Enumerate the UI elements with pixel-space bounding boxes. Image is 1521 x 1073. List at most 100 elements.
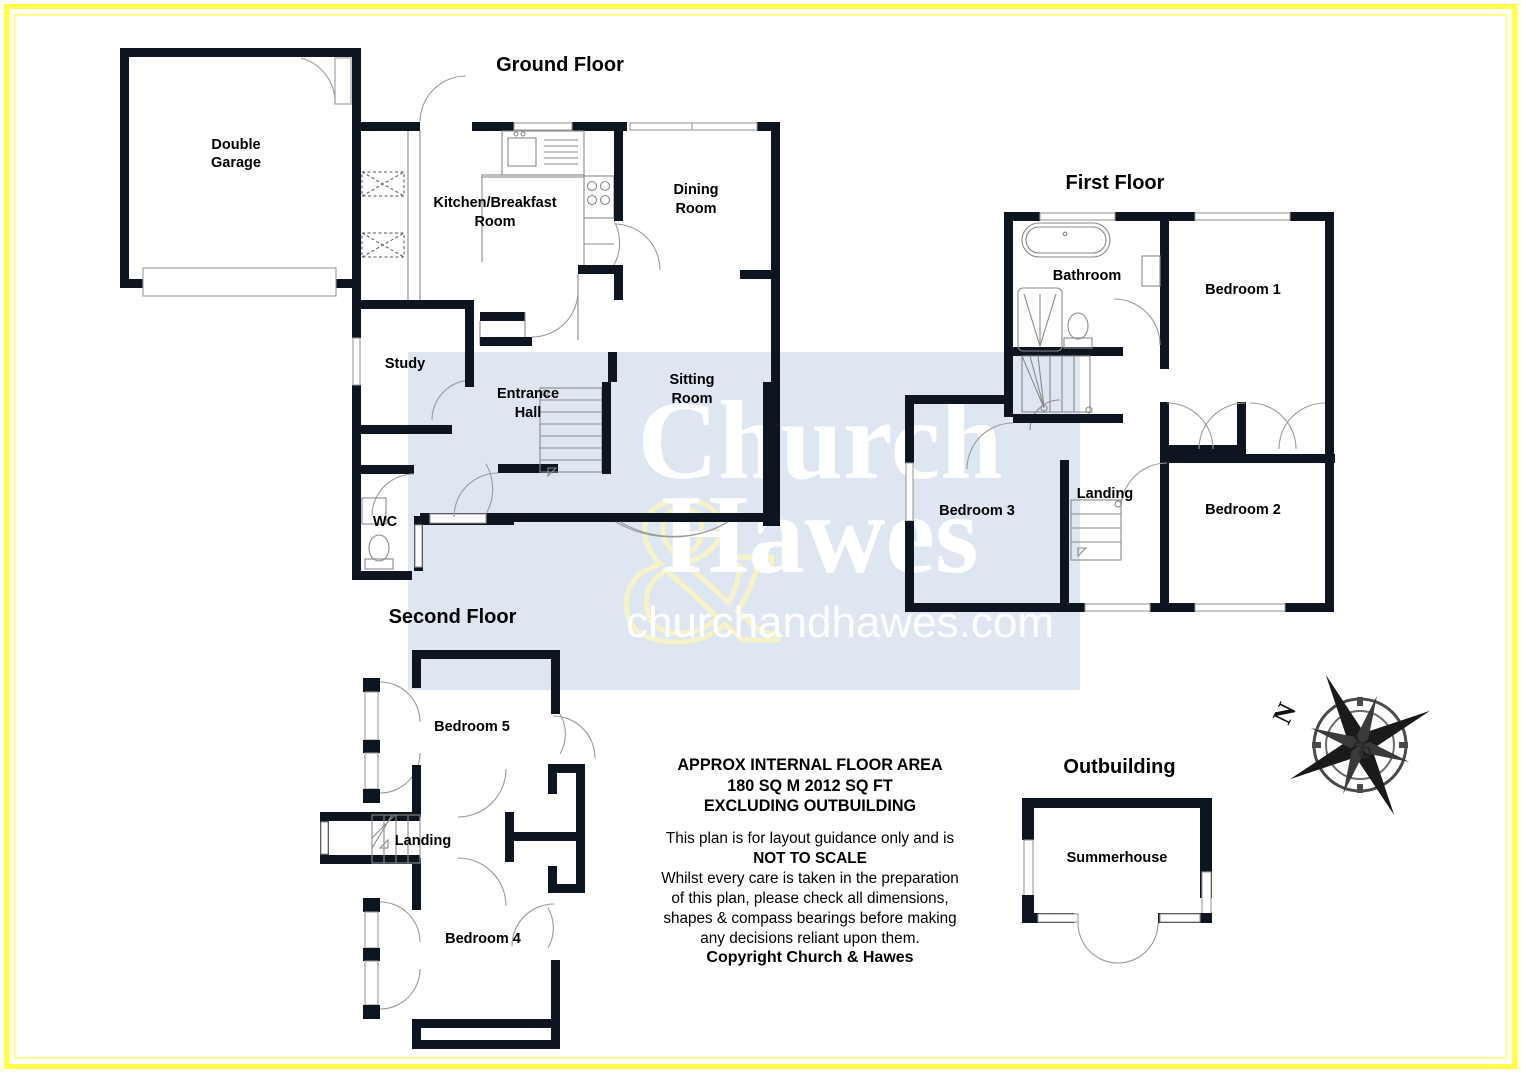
gf-wall-east-upper [771,122,780,278]
bathroom-window [1039,212,1116,221]
sf-dormer2-window-upper [364,911,379,949]
gf-wall-west-a [352,300,361,338]
sf-door-b5-d [552,715,596,759]
shower-tray [1017,287,1063,352]
gf-wall-top-d [757,122,780,131]
sf-dormer2-window-lower [364,960,379,1006]
sf-door-b4-b [379,968,421,1010]
sh-window-bottom-right [1159,913,1201,923]
ff-wall-west-b3-upper [905,395,914,463]
sf-door-b4-d [511,903,555,947]
stair-wall-ff-west [1004,347,1013,417]
label-sitting-line1: Sitting [669,372,714,388]
b1-wardrobe-wall-left [1160,402,1169,454]
study-wall-bottom [352,425,452,434]
wardrobe-door-1 [1166,402,1214,450]
sf-landing-wall-lower-right [412,858,421,910]
sf-cupboard-wall-top [548,764,585,773]
area-line-3: EXCLUDING OUTBUILDING [703,797,917,816]
sf-door-b4-a [379,901,421,943]
front-door-swing [485,463,494,515]
b1-wardrobe-wall-right [1237,402,1246,454]
b2-landing-wall [1160,463,1169,603]
dining-door-swing [615,223,661,271]
wardrobe-door-3 [1249,402,1297,450]
compass-rose [1289,674,1431,816]
area-line-2: 180 SQ M 2012 SQ FT [727,776,893,795]
sf-landing-door-upper [457,768,507,818]
sf-landing-window [320,821,329,855]
sf-b4-wall-left [412,1019,421,1047]
sf-landing-wall-top [320,812,420,821]
wc-wall-top [352,465,414,474]
bathroom-basin [1141,255,1161,287]
kitchen-dining-wall-upper [614,131,623,221]
hob-ring-2 [599,180,611,192]
label-entrance-line1: Entrance [497,386,559,402]
b1-wardrobe-wall-bottom [1160,445,1245,454]
garage-opening-lower-x2 [361,232,405,258]
gf-wall-top-b [472,122,514,131]
garage-wall-top [120,48,360,57]
front-door [429,513,487,524]
hall-wall-stub [480,312,525,321]
gf-wall-east-mid [771,272,780,382]
label-bedroom3: Bedroom 3 [939,503,1015,519]
gf-wall-south-c [520,513,770,522]
bedroom3-window [905,462,914,522]
sf-b5-wall-left [412,650,421,688]
ff-wall-west-b3-lower [905,521,914,612]
bathroom-toilet-bowl [1067,312,1089,340]
second-floor-staircase [371,814,421,864]
study-window [352,337,361,386]
label-entrance-line2: Hall [515,405,542,421]
garage-opening-upper-x2 [361,171,405,197]
label-kitchen-line2: Room [474,214,515,230]
kitchen-island-edge [481,174,585,178]
sf-dormer1-cap-mid [363,740,380,753]
wc-cistern [364,558,394,570]
label-landing-second: Landing [395,833,451,849]
first-floor-title: First Floor [1065,172,1165,194]
stair-wall [602,382,611,474]
sh-door-swing-right [1117,922,1159,964]
label-dining-line1: Dining [673,182,718,198]
label-summerhouse: Summerhouse [1067,850,1168,866]
first-floor-plan: Bathroom Bedroom 1 Bedroom 2 Bedroom 3 L… [905,212,1335,612]
sf-cupboard-wall-mid [505,832,585,841]
gf-wall-east-bay [763,382,780,526]
sf-landing-door-lower [457,857,507,907]
bedroom1-door-swing [1113,298,1161,346]
label-bedroom5: Bedroom 5 [434,719,510,735]
garage-wall-left [120,48,129,288]
sf-cupboard-nib-a [548,764,557,794]
study-wall-top [352,300,472,309]
bath-tub-inner [1025,226,1107,254]
first-floor-landing-stairs [1070,499,1122,561]
sf-dormer1-cap-bottom [363,789,380,803]
sh-wall-left-upper [1022,798,1034,840]
sf-dormer1-window-lower [364,752,379,790]
outbuilding-plan: Summerhouse [1022,798,1212,964]
sf-dormer2-cap-bottom [363,1005,380,1019]
sf-b4-wall-right [551,960,560,1027]
garage-wall-bottom-right [330,279,360,288]
label-bathroom: Bathroom [1053,268,1121,284]
study-door-jamb [465,375,474,387]
watermark-group: & Church Hawes churchandhawes.com [616,379,1054,689]
disclaimer-line-4: shapes & compass bearings before making [663,909,957,927]
landing-window [1084,603,1151,612]
stair-wall-ff-bottom [1013,414,1123,423]
garage-wall-bottom-left [120,279,150,288]
hall-door-swing [531,290,579,338]
kitchen-door-swing [419,75,467,123]
sf-door-b5-a [379,681,421,723]
label-study: Study [385,356,425,372]
hob-ring-3 [586,194,598,206]
sf-b5-wall-top [412,650,560,659]
dining-door-swing-a [613,220,621,266]
ff-wall-b3-top [905,395,1013,404]
label-landing-first: Landing [1077,486,1133,502]
